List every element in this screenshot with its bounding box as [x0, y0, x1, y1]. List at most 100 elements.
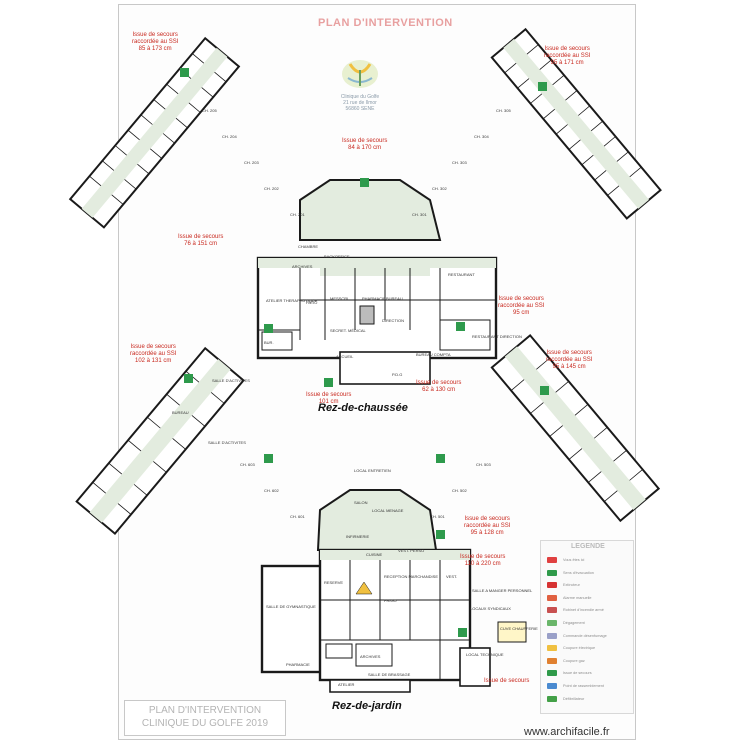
exit-note-title: Issue de secours [178, 234, 224, 240]
exit-sign-icon [458, 628, 467, 637]
plan-title: PLAN D'INTERVENTION [318, 17, 453, 29]
legend-swatch-icon [547, 607, 557, 614]
legend-swatch-icon [547, 620, 557, 626]
exit-note-title: Issue de secours [460, 554, 506, 560]
exit-note: Issue de secours raccordée au SSI 95 cm [498, 296, 544, 317]
chamber-label: CH. 204 [222, 134, 237, 139]
chamber-label: CH. 501 [430, 514, 445, 519]
chamber-label: CH. 305 [496, 108, 511, 113]
exit-note-range: 101 cm [318, 399, 339, 405]
room-label: ATELIER THERAPEUTIQUE [266, 298, 318, 303]
room-label: ARCHIVES [292, 264, 313, 269]
room-label: RESTAURANT DIRECTION [472, 334, 522, 339]
exit-note-range: 110 à 220 cm [464, 561, 501, 567]
exit-sign-icon [324, 378, 333, 387]
chamber-label: CH. 203 [244, 160, 259, 165]
exit-sign-icon [264, 324, 273, 333]
room-label: MESSCRI [330, 296, 349, 301]
exit-note: Issue de secours 110 à 220 cm [460, 554, 505, 568]
room-label: SALON [354, 500, 368, 505]
exit-note-range: 95 cm [513, 310, 530, 316]
legend-item: Issue de secours [563, 671, 592, 676]
legend-swatch-icon [547, 569, 557, 576]
exit-note-title: Issue de secours [130, 344, 176, 350]
room-label: DIRECTION [382, 318, 404, 323]
room-label: SALLE D'ACTIVITES [208, 440, 246, 445]
room-label: LOCAL ENTRETIEN [354, 468, 391, 473]
room-label: BUREAU [172, 410, 189, 415]
exit-note-range: 95 à 171 cm [550, 60, 584, 66]
exit-note-title: Issue de secours [464, 516, 510, 522]
room-label: SALLE D'ACTIVITES [212, 378, 250, 383]
exit-sign-icon [540, 386, 549, 395]
legend-title: LEGENDE [571, 543, 605, 550]
exit-note-title: Issue de secours [416, 380, 462, 386]
exit-note: Issue de secours raccordée au SSI 102 à … [130, 344, 176, 365]
room-label: CUVE CHAUFFERIE [500, 626, 538, 631]
legend-item: Commande désenfumage [563, 633, 607, 638]
title-block: PLAN D'INTERVENTION CLINIQUE DU GOLFE 20… [124, 700, 286, 736]
exit-note: Issue de secours 84 à 170 cm [342, 138, 387, 152]
room-label: LOCAL TECHNIQUE [466, 652, 504, 657]
chamber-label: CH. 202 [264, 186, 279, 191]
room-label: RESTAURANT [448, 272, 475, 277]
room-label: VEST. PERSO [398, 548, 425, 553]
logo-address: 21 rue de Ilmor [343, 100, 377, 106]
wing-c [75, 346, 245, 536]
room-label: CUISINE [366, 552, 383, 557]
room-label: LOCAL MENAGE [372, 508, 404, 513]
room-label: ATELIER [338, 682, 355, 687]
exit-note-title: Issue de secours [546, 350, 592, 356]
exit-note: Issue de secours [484, 678, 529, 685]
room-label: PATIO [306, 300, 318, 305]
legend-swatch-icon [547, 632, 557, 639]
legend-item: Robinet d'incendie armé [563, 608, 604, 613]
exit-note-range: 85 à 173 cm [138, 46, 172, 52]
exit-sign-icon [184, 374, 193, 383]
legend-item: Point de rassemblement [563, 684, 604, 688]
exit-note-range: 95 à 128 cm [470, 530, 504, 536]
floor-label-garden: Rez-de-jardin [332, 700, 402, 712]
room-label: SECRET. MÉDICAL [330, 328, 366, 333]
chamber-label: CH. 302 [432, 186, 447, 191]
legend-swatch-icon [547, 594, 557, 601]
wing-a [68, 36, 241, 229]
room-label: ACCUEIL [336, 354, 354, 359]
exit-note-detail: raccordée au SSI [132, 39, 179, 45]
exit-note-title: Issue de secours [342, 138, 388, 144]
chamber-label: CH. 301 [412, 212, 427, 217]
exit-note: Issue de secours 76 à 151 cm [178, 234, 223, 248]
chamber-label: CH. 502 [452, 488, 467, 493]
legend-swatch-icon [547, 657, 557, 664]
legend-swatch-icon [547, 582, 557, 589]
exit-sign-icon [436, 530, 445, 539]
exit-note-range: 84 à 170 cm [348, 145, 382, 151]
legend-item: Alarme manuelle [563, 595, 592, 600]
room-label: SALLE DE GYMNASTIQUE [266, 604, 316, 609]
room-label: SALLE DE BRASSAGE [368, 672, 411, 677]
room-label: FRIGO [384, 598, 397, 603]
watermark: www.archifacile.fr [524, 726, 610, 738]
exit-signs [180, 68, 549, 637]
room-label: RESERVE [324, 580, 344, 585]
room-label: PHARMACIE [362, 296, 386, 301]
exit-sign-icon [180, 68, 189, 77]
legend-item: Sens d'évacuation [563, 570, 594, 575]
exit-note-range: 62 à 130 cm [422, 387, 456, 393]
exit-note-title: Issue de secours [132, 32, 178, 38]
legend-swatch-icon [547, 683, 557, 689]
room-label: P.D.G [392, 372, 403, 377]
exit-note: Issue de secours 62 à 130 cm [416, 380, 461, 394]
exit-note: Issue de secours raccordée au SSI 85 à 1… [132, 32, 178, 53]
room-label: BUREAU [386, 296, 403, 301]
exit-sign-icon [264, 454, 273, 463]
chamber-label: CH. 304 [474, 134, 489, 139]
room-label: BUR. [264, 340, 274, 345]
exit-note-detail: raccordée au SSI [544, 53, 591, 59]
room-label: LOCAUX SYNDICAUX [470, 606, 511, 611]
exit-sign-icon [436, 454, 445, 463]
chamber-label: CH. 201 [290, 212, 305, 217]
exit-note: Issue de secours 101 cm [306, 392, 351, 406]
floor-label-ground: Rez-de-chaussée [318, 402, 408, 414]
